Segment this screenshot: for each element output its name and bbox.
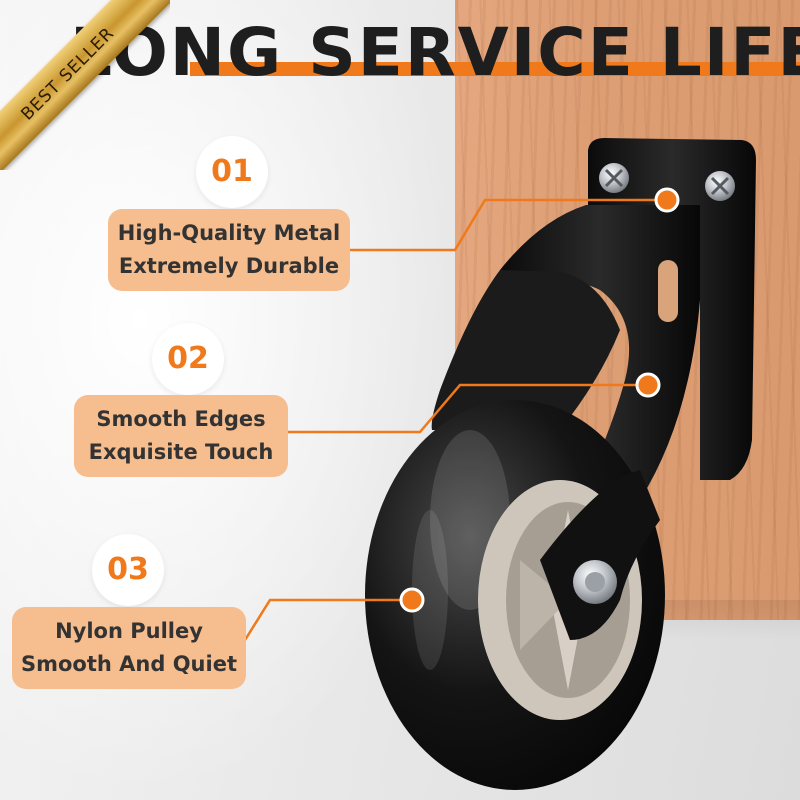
feature-label-3-line1: Nylon Pulley <box>55 619 203 643</box>
mounting-plate <box>588 138 756 480</box>
feature-label-3-line2: Smooth And Quiet <box>21 652 237 676</box>
feature-number-badge-3: 03 <box>92 534 164 606</box>
feature-number-badge-2: 02 <box>152 323 224 395</box>
feature-label-1-line2: Extremely Durable <box>118 254 340 278</box>
bracket-arm <box>500 205 700 600</box>
feature-label-2: Smooth Edges Exquisite Touch <box>74 395 288 477</box>
feature-label-1-line1: High-Quality Metal <box>117 221 341 245</box>
feature-label-3: Nylon Pulley Smooth And Quiet <box>12 607 246 689</box>
feature-label-1: High-Quality Metal Extremely Durable <box>108 209 350 291</box>
feature-label-2-line2: Exquisite Touch <box>88 440 274 464</box>
bracket-slot <box>658 260 678 322</box>
feature-number-badge-1: 01 <box>196 136 268 208</box>
page-title: LONG SERVICE LIFE <box>70 14 800 91</box>
best-seller-ribbon-container: BEST SELLER <box>0 0 170 170</box>
feature-label-2-line1: Smooth Edges <box>96 407 266 431</box>
best-seller-ribbon: BEST SELLER <box>0 0 170 170</box>
title-underline-bar <box>190 62 800 76</box>
